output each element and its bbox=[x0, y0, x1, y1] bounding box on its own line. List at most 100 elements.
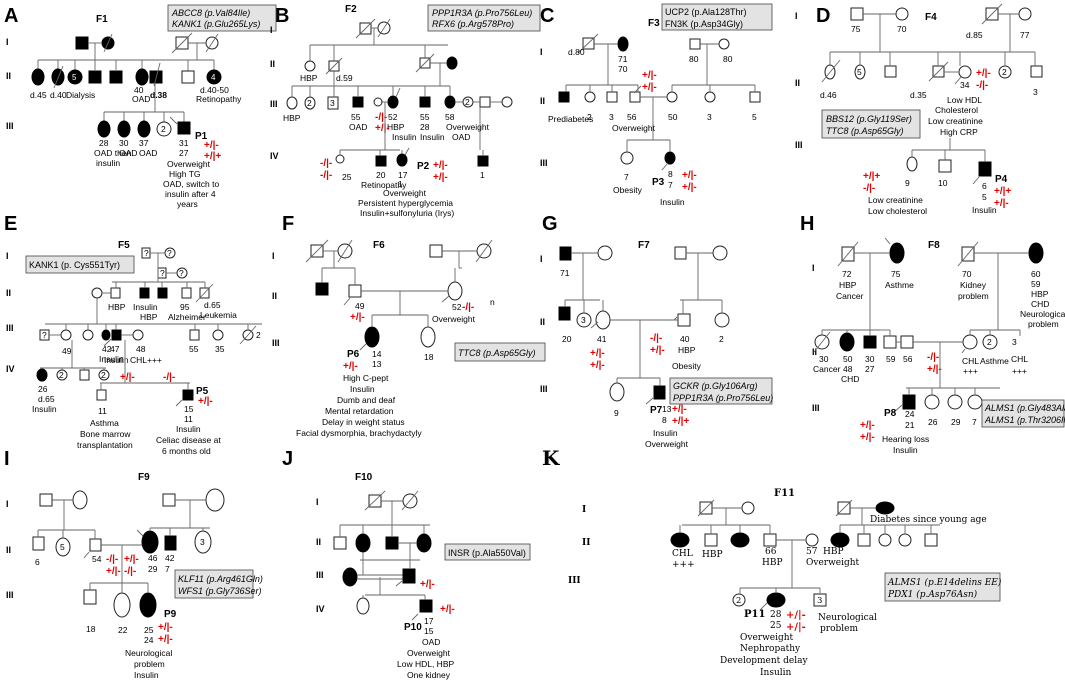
pedigree-label: 49 bbox=[355, 301, 365, 311]
unaffected-female-symbol bbox=[718, 38, 730, 50]
pedigree-label: Insulin bbox=[133, 302, 158, 312]
pedigree-label: 7 bbox=[668, 180, 673, 190]
connector-line bbox=[475, 239, 493, 263]
pedigree-label: 60 bbox=[1031, 269, 1041, 279]
pedigree-label: Cancer bbox=[813, 364, 841, 374]
pedigree-label: 95 bbox=[180, 302, 190, 312]
pedigree-label: +/|- bbox=[343, 361, 358, 372]
pedigree-label: 17 bbox=[398, 170, 408, 180]
unaffected-female-symbol bbox=[356, 597, 370, 615]
pedigree-label: 29 bbox=[148, 564, 158, 574]
pedigree-label: I bbox=[540, 254, 543, 264]
unaffected-male-symbol bbox=[189, 329, 200, 341]
pedigree-label: I bbox=[540, 47, 543, 57]
pedigree-label: TTC8 (p.Asp65Gly) bbox=[458, 348, 536, 358]
pedigree-label: 24 bbox=[905, 409, 915, 419]
pedigree-label: 6 months old bbox=[162, 446, 211, 456]
connector-line bbox=[359, 343, 367, 351]
pedigree-label: 2 bbox=[307, 98, 312, 108]
pedigree-label: 58 bbox=[445, 112, 455, 122]
pedigree-label: Asthme bbox=[980, 356, 1009, 366]
pedigree-label: OAD, switch to bbox=[163, 179, 219, 189]
pedigree-label: 3 bbox=[330, 98, 335, 108]
pedigree-label: III bbox=[795, 140, 803, 150]
pedigree-label: F8 bbox=[928, 240, 940, 251]
pedigree-label: 2 bbox=[101, 370, 106, 380]
pedigree-label: 34 bbox=[960, 80, 970, 90]
pedigree-label: Prediabetes bbox=[548, 114, 593, 124]
pedigree-label: +/|- bbox=[682, 170, 697, 181]
pedigree-label: I bbox=[270, 25, 273, 35]
pedigree-label: 77 bbox=[1020, 30, 1030, 40]
pedigree-label: 55 bbox=[420, 112, 430, 122]
pedigree-label: P4 bbox=[995, 174, 1008, 185]
pedigree-label: 3 bbox=[1012, 337, 1017, 347]
unaffected-male-symbol bbox=[749, 91, 761, 103]
pedigree-label: +/|+ bbox=[863, 171, 880, 182]
pedigree-label: 40 bbox=[680, 334, 690, 344]
pedigree-label: transplantation bbox=[77, 440, 133, 450]
unaffected-male-symbol bbox=[39, 493, 53, 507]
pedigree-label: Alzheimer bbox=[168, 312, 206, 322]
unaffected-female-symbol bbox=[286, 96, 298, 110]
affected-male-symbol bbox=[419, 599, 433, 613]
affected-female-symbol bbox=[839, 332, 855, 352]
gene-box bbox=[981, 399, 1065, 428]
unaffected-male-symbol bbox=[32, 536, 45, 551]
affected-female-symbol bbox=[617, 36, 629, 52]
pedigree-label: Insulin bbox=[893, 445, 918, 455]
proband-label: P1 bbox=[195, 131, 208, 142]
pedigree-label: F2 bbox=[345, 4, 357, 15]
pedigree-label: 21 bbox=[905, 420, 915, 430]
unaffected-male-symbol bbox=[704, 533, 718, 547]
pedigree-label: Dialysis bbox=[66, 90, 95, 100]
pedigree-label: F6 bbox=[373, 240, 385, 251]
pedigree-label: problem bbox=[958, 291, 989, 301]
connector-line bbox=[411, 613, 419, 621]
pedigree-label: Diabetes since young age bbox=[870, 515, 987, 525]
pedigree-label: HBP bbox=[762, 558, 783, 568]
pedigree-label: Overweight bbox=[383, 188, 427, 198]
connector-line bbox=[957, 241, 979, 267]
connector-line bbox=[395, 87, 401, 98]
pedigree-label: HBP bbox=[1031, 289, 1049, 299]
connector-line bbox=[837, 241, 859, 267]
pedigree-label: Overweight bbox=[612, 123, 656, 133]
pedigree-label: +/|+ bbox=[672, 416, 689, 427]
affected-female-symbol bbox=[664, 151, 676, 165]
pedigree-label: 5 bbox=[60, 542, 65, 552]
pedigree-label: II bbox=[316, 537, 321, 547]
pedigree-label: PPP1R3A (p.Pro756Leu) bbox=[432, 8, 532, 18]
pedigree-label: d.65 bbox=[38, 394, 55, 404]
pedigree-label: 27 bbox=[179, 148, 189, 158]
pedigree-label: FN3K (p.Asp34Gly) bbox=[665, 19, 743, 29]
connector-line bbox=[661, 162, 669, 171]
pedigree-label: OAD bbox=[119, 148, 137, 158]
pedigree-label: ? bbox=[144, 248, 149, 258]
pedigree-label: Insulin bbox=[972, 205, 997, 215]
pedigree-label: +++ bbox=[672, 560, 695, 570]
pedigree-label: Insulin bbox=[760, 668, 792, 678]
unaffected-male-symbol bbox=[924, 533, 938, 547]
pedigree-label: -/|- bbox=[163, 372, 175, 383]
pedigree-label: 9 bbox=[614, 408, 619, 418]
pedigree-label: 10 bbox=[938, 178, 948, 188]
gene-box bbox=[25, 255, 135, 274]
pedigree-label: HBP bbox=[300, 73, 318, 83]
pedigree-label: Low creatinine bbox=[928, 116, 983, 126]
pedigree-label: OAD bbox=[132, 94, 150, 104]
pedigree-label: 13 bbox=[662, 404, 672, 414]
pedigree-label: Bone marrow bbox=[80, 429, 131, 439]
connector-line bbox=[364, 490, 386, 511]
unaffected-male-symbol bbox=[763, 533, 777, 547]
pedigree-label: I bbox=[812, 263, 815, 273]
gene-box bbox=[884, 572, 1001, 602]
connector-line bbox=[83, 551, 90, 559]
pedigree-label: Kidney bbox=[960, 280, 987, 290]
pedigree-label: 26 bbox=[928, 417, 938, 427]
affected-male-symbol bbox=[653, 385, 666, 400]
pedigree-label: II bbox=[6, 288, 11, 298]
pedigree-label: P7 bbox=[650, 405, 663, 416]
pedigree-label: d.38 bbox=[150, 90, 167, 100]
pedigree-label: +/|- bbox=[375, 123, 390, 134]
